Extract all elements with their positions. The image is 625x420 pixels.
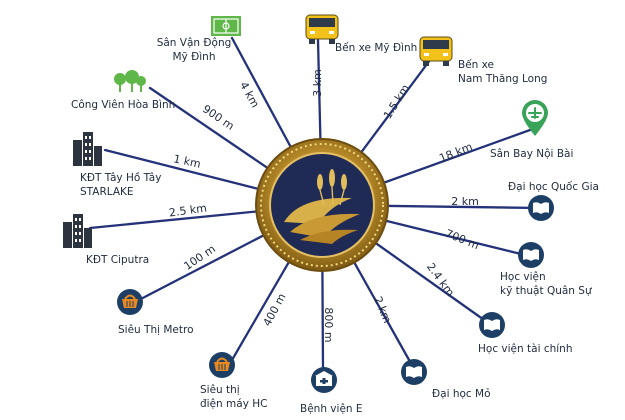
distance-label-bus-my-dinh: 3 km [311, 69, 324, 97]
place-label-military-academy: Học viện kỹ thuật Quân Sự [500, 271, 593, 297]
bus-icon [419, 36, 453, 66]
airport-pin-icon [522, 100, 548, 136]
place-label-line: STARLAKE [80, 186, 134, 198]
basket-icon [209, 352, 235, 378]
place-label-line: Đại học Mỏ [432, 388, 491, 400]
distance-label-national-university: 2 km [451, 195, 479, 208]
place-label-line: Bệnh viện E [300, 403, 363, 415]
book-icon [518, 242, 544, 268]
place-label-line: kỹ thuật Quân Sự [500, 285, 593, 297]
hospital-icon [311, 367, 337, 393]
place-label-line: Học viện tài chính [478, 343, 572, 355]
place-label-line: điện máy HC [200, 398, 267, 410]
distance-label-hc-supermarket: 400 m [261, 291, 289, 328]
place-label-line: Học viện [500, 271, 546, 283]
stadium-icon [211, 16, 241, 36]
place-label-national-university: Đại học Quốc Gia [508, 181, 599, 193]
place-label-line: Nam Thăng Long [458, 73, 547, 85]
distance-label-ciputra: 2.5 km [168, 201, 208, 219]
place-label-mining-university: Đại học Mỏ [432, 388, 491, 400]
place-label-bus-my-dinh: Bến xe Mỹ Đình [335, 42, 417, 54]
place-label-finance-academy: Học viện tài chính [478, 343, 572, 355]
place-label-line: Đại học Quốc Gia [508, 181, 599, 193]
place-label-hc-supermarket: Siêu thị điện máy HC [200, 384, 267, 410]
distance-label-starlake: 1 km [172, 152, 202, 170]
place-label-metro: Siêu Thị Metro [118, 324, 194, 336]
destination-icons [63, 14, 554, 393]
distance-label-hospital-e: 800 m [322, 307, 335, 342]
place-label-line: Mỹ Đình [173, 51, 216, 63]
place-label-line: Sân Bay Nội Bài [490, 148, 573, 160]
place-label-line: Sân Vận Động [157, 37, 232, 49]
buildings-icon [73, 132, 102, 166]
bus-icon [305, 14, 339, 44]
book-icon [479, 312, 505, 338]
book-icon [528, 195, 554, 221]
place-label-airport: Sân Bay Nội Bài [490, 148, 573, 160]
place-label-hoa-binh-park: Công Viên Hòa Bình [71, 99, 175, 111]
golden-field-logo [284, 169, 360, 244]
place-label-stadium: Sân Vận Động Mỹ Đình [157, 37, 232, 63]
distance-label-airport: 18 km [437, 140, 474, 165]
distance-label-hoa-binh-park: 900 m [200, 102, 236, 132]
place-label-line: KĐT Tây Hồ Tây [80, 172, 161, 184]
place-label-ciputra: KĐT Ciputra [86, 254, 149, 266]
buildings-icon [63, 214, 92, 248]
place-label-hospital-e: Bệnh viện E [300, 403, 363, 415]
place-label-line: KĐT Ciputra [86, 254, 149, 266]
distance-label-military-academy: 700 m [443, 227, 481, 252]
distance-label-mining-university: 2 km [371, 295, 394, 325]
distance-label-bus-nam-thang-long: 1.5 km [381, 82, 412, 121]
place-label-line: Siêu Thị Metro [118, 324, 194, 336]
place-label-line: Bến xe [458, 59, 494, 71]
basket-icon [117, 289, 143, 315]
place-label-bus-nam-thang-long: Bến xe Nam Thăng Long [458, 59, 547, 85]
hub-logo [255, 138, 389, 272]
park-icon [114, 70, 146, 92]
place-label-line: Siêu thị [200, 384, 240, 396]
place-label-line: Bến xe Mỹ Đình [335, 42, 417, 54]
place-label-line: Công Viên Hòa Bình [71, 99, 175, 111]
book-icon [401, 359, 427, 385]
